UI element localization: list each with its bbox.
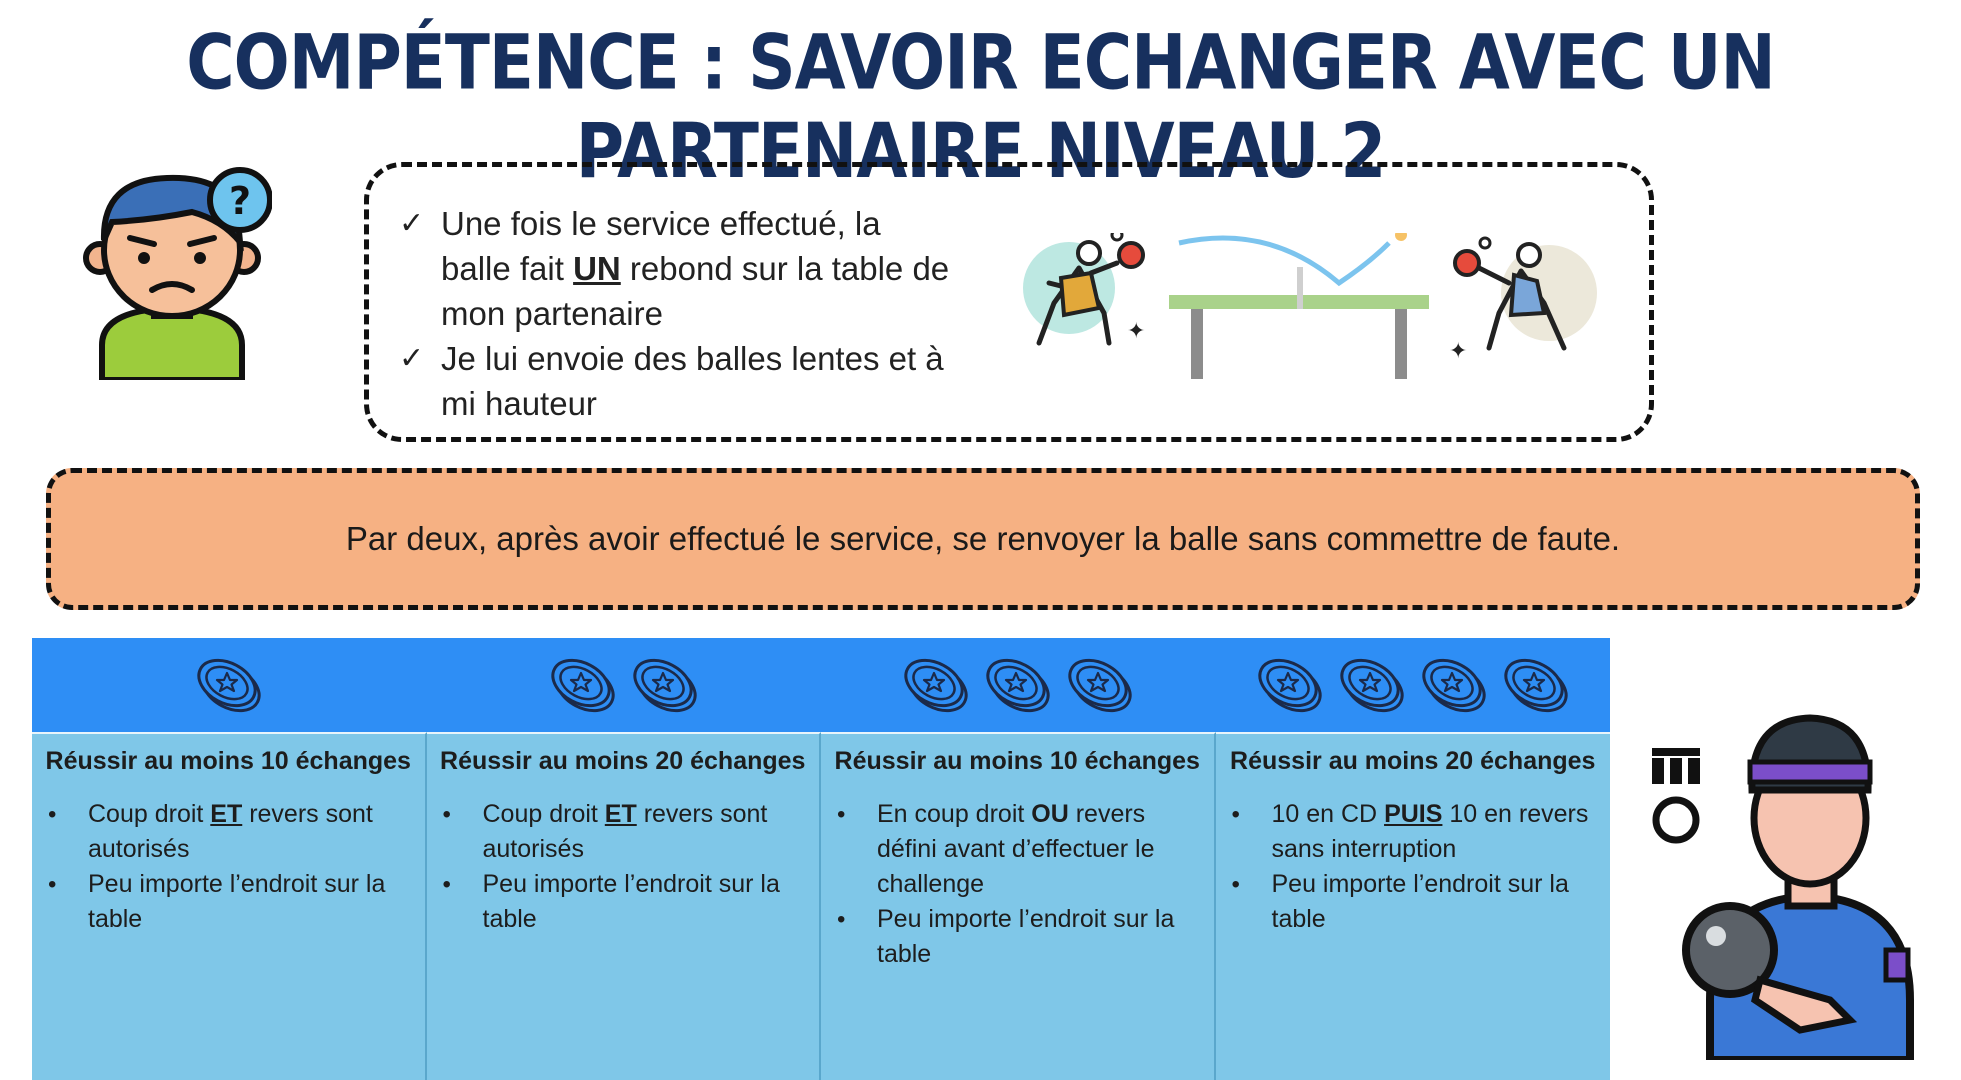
list-item: Peu importe l’endroit sur la table — [1226, 867, 1601, 937]
star-coin-icon — [1258, 658, 1322, 713]
level-1-card: Réussir au moins 10 échanges Coup droit … — [32, 732, 427, 1080]
level-1-coins — [32, 638, 427, 732]
bullet-text: Peu importe l’endroit sur la table — [88, 870, 386, 933]
bullet-text: Peu importe l’endroit sur la table — [877, 905, 1175, 968]
star-coin-icon — [1504, 658, 1568, 713]
bullet-text: Coup droit — [482, 800, 605, 828]
list-item: Peu importe l’endroit sur la table — [42, 867, 415, 937]
level-bullets: Coup droit ET revers sont autorisés Peu … — [437, 797, 810, 937]
list-item: Coup droit ET revers sont autorisés — [437, 797, 810, 867]
level-4-card: Réussir au moins 20 échanges 10 en CD PU… — [1215, 732, 1610, 1080]
level-4-coins — [1215, 638, 1610, 732]
star-coin-icon — [197, 658, 261, 713]
svg-text:✦: ✦ — [1127, 319, 1145, 344]
list-item: Peu importe l’endroit sur la table — [437, 867, 810, 937]
star-coin-icon — [633, 658, 697, 713]
objective-banner: Par deux, après avoir effectué le servic… — [46, 468, 1920, 610]
bullet-keyword: OU — [1031, 800, 1069, 828]
confused-person-icon: ? — [83, 167, 272, 380]
info-item: ✓ Je lui envoie des balles lentes et à m… — [399, 336, 959, 426]
star-coin-icon — [904, 658, 968, 713]
bullet-keyword: PUIS — [1384, 800, 1443, 828]
check-icon: ✓ — [399, 342, 425, 375]
star-coin-icon — [551, 658, 615, 713]
list-item: Coup droit ET revers sont autorisés — [42, 797, 415, 867]
info-emphasis: UN — [573, 250, 621, 287]
bullet-text: En coup droit — [877, 800, 1032, 828]
level-grid: Réussir au moins 10 échanges Coup droit … — [32, 638, 1610, 1080]
list-item: 10 en CD PUIS 10 en revers sans interrup… — [1226, 797, 1601, 867]
page-title: Compétence : Savoir Echanger avec un par… — [186, 18, 1776, 196]
bullet-text: 10 en revers sans interruption — [1271, 800, 1589, 863]
list-item: Peu importe l’endroit sur la table — [831, 902, 1204, 972]
svg-text:?: ? — [229, 179, 251, 223]
info-box: ✓ Une fois le service effectué, la balle… — [364, 162, 1654, 442]
level-2-coins — [426, 638, 821, 732]
bullet-keyword: ET — [210, 800, 243, 828]
svg-text:✦: ✦ — [1449, 339, 1467, 364]
info-text: Je lui envoie des balles lentes et à mi … — [441, 340, 944, 422]
bullet-text: revers sont autorisés — [482, 800, 768, 863]
level-bullets: Coup droit ET revers sont autorisés Peu … — [42, 797, 415, 937]
star-coin-icon — [1422, 658, 1486, 713]
bullet-text: Coup droit — [88, 800, 211, 828]
level-bullets: En coup droit OU revers défini avant d’e… — [831, 797, 1204, 972]
bullet-text: Peu importe l’endroit sur la table — [482, 870, 780, 933]
star-coin-icon — [986, 658, 1050, 713]
star-coin-icon — [1340, 658, 1404, 713]
info-text: rebond sur la table de mon partenaire — [441, 250, 950, 332]
level-bullets: 10 en CD PUIS 10 en revers sans interrup… — [1226, 797, 1601, 937]
info-text: Une fois le service effectué, la balle f… — [441, 205, 881, 287]
ping-pong-players-icon: ✦ ✦ — [1023, 233, 1597, 379]
bullet-text: 10 en CD — [1271, 800, 1385, 828]
bullet-keyword: ET — [604, 800, 637, 828]
level-title: Réussir au moins 20 échanges — [1230, 747, 1596, 775]
info-item: ✓ Une fois le service effectué, la balle… — [399, 201, 959, 336]
info-list: ✓ Une fois le service effectué, la balle… — [399, 201, 959, 426]
level-title: Réussir au moins 20 échanges — [440, 747, 806, 775]
list-item: En coup droit OU revers défini avant d’e… — [831, 797, 1204, 902]
level-2-card: Réussir au moins 20 échanges Coup droit … — [426, 732, 821, 1080]
level-3-card: Réussir au moins 10 échanges En coup dro… — [821, 732, 1216, 1080]
bullet-text: revers défini avant d’effectuer le chall… — [877, 800, 1155, 898]
level-3-coins — [821, 638, 1216, 732]
check-icon: ✓ — [399, 207, 425, 240]
ping-pong-player-icon — [1652, 714, 1914, 1060]
star-coin-icon — [1068, 658, 1132, 713]
level-title: Réussir au moins 10 échanges — [834, 747, 1200, 775]
bullet-text: Peu importe l’endroit sur la table — [1271, 870, 1569, 933]
bullet-text: revers sont autorisés — [88, 800, 373, 863]
level-title: Réussir au moins 10 échanges — [45, 747, 411, 775]
